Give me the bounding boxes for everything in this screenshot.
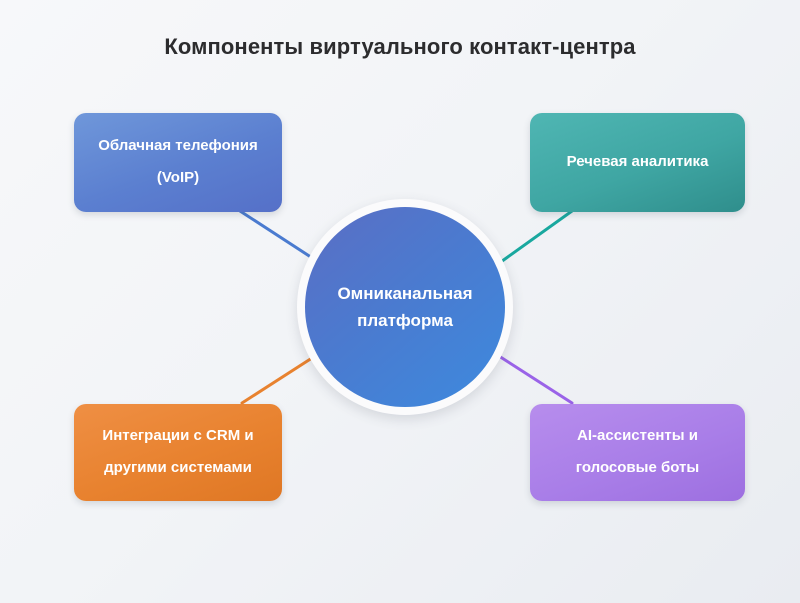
node-crm-integrations-line1: Интеграции с CRM и <box>102 427 254 445</box>
node-speech-analytics-line1: Речевая аналитика <box>566 153 709 171</box>
node-cloud-telephony-line2: (VoIP) <box>156 169 200 186</box>
node-cloud-telephony[interactable]: Облачная телефония (VoIP) <box>74 113 282 212</box>
node-ai-assistants-line1: AI-ассистенты и <box>577 427 698 445</box>
node-cloud-telephony-line1: Облачная телефония <box>98 137 258 155</box>
hub-omnichannel-platform[interactable]: Омниканальная платформа <box>305 207 505 407</box>
node-crm-integrations-line2: другими системами <box>104 459 252 476</box>
diagram-title: Компоненты виртуального контакт-центра <box>164 34 636 59</box>
node-ai-assistants-line2: голосовые боты <box>575 459 700 476</box>
hub-line1: Омниканальная <box>337 283 473 303</box>
node-ai-assistants[interactable]: AI-ассистенты и голосовые боты <box>530 404 745 501</box>
hub-line2: платформа <box>357 310 453 330</box>
connector-cloud-telephony <box>238 209 322 265</box>
node-crm-integrations[interactable]: Интеграции с CRM и другими системами <box>74 404 282 501</box>
node-speech-analytics[interactable]: Речевая аналитика <box>530 113 745 212</box>
